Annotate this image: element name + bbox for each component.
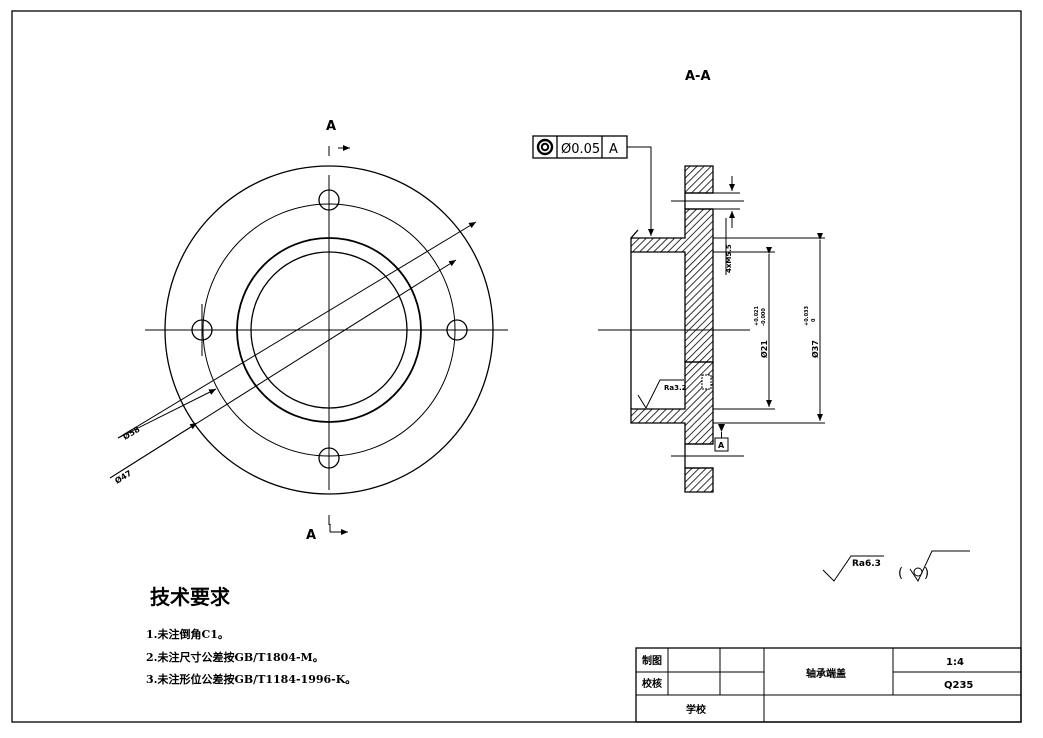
gdt-leader [627,146,654,236]
tb-scale: 1:4 [946,657,964,668]
gdt-tolerance: Ø0.05 [561,142,600,157]
concentricity-icon [536,138,554,156]
dim-d58: Ø58 [121,424,142,442]
tb-checked-by: 校核 [642,677,662,690]
roughness-symbol-local [637,379,684,410]
dim-d47: Ø47 [113,468,134,486]
datum-triangle [718,424,725,432]
gdt-leader-tick [630,229,639,239]
drawing-frame [11,10,1022,723]
roughness-circle-icon [913,567,923,577]
datum-label: A [718,441,725,450]
section-hatch-bottom [684,467,714,493]
title-block: 制图 校核 学校 轴承端盖 1:4 Q235 [635,647,1022,723]
tb-material: Q235 [944,680,973,691]
section-hatch-top [684,165,714,194]
cut-mark-bottom-label: A [306,528,316,543]
section-view-label: A-A [685,69,711,84]
general-roughness: Ra6.3 ( ) [822,550,970,583]
datum-box [714,437,729,452]
leader-d47-arrow [109,422,198,479]
dim-thread: 4xM5.5 [725,244,733,273]
requirement-item: 2.未注尺寸公差按GB/T1804-M。 [146,650,324,664]
roughness-symbol-any [909,550,970,583]
requirements-title: 技术要求 [150,585,231,609]
dim-d21-tol-lower: -0.000 [761,308,767,326]
dim-d37-tol-upper: +0.033 [804,305,810,326]
concentricity-icon-inner [540,142,550,152]
roughness-paren-close: ) [924,566,929,581]
roughness-paren-open: ( [898,566,903,581]
technical-requirements: 技术要求 1.未注倒角C1。 2.未注尺寸公差按GB/T1804-M。 3.未注… [146,585,356,686]
cut-mark-top-label: A [326,119,336,134]
section-view: A-A 4xM5.5 Ø21 +0.021 -0. [532,69,825,493]
section-hatch-lower-flange [630,361,714,445]
leader-d58 [117,221,477,439]
dim-d37: Ø37 [810,340,820,358]
gdt-datum: A [609,142,618,157]
front-view: A A Ø58 Ø47 [109,119,508,543]
roughness-general-label: Ra6.3 [852,559,881,569]
roughness-local-label: Ra3.2 [664,384,687,392]
dim-d37-tol-lower: 0 [811,318,817,322]
section-hatch-upper-flange [630,208,714,363]
dim-d21-tol-upper: +0.021 [754,305,760,326]
dim-d21: Ø21 [759,340,769,358]
roughness-patch [701,374,712,390]
roughness-symbol-general [822,555,884,582]
tb-school: 学校 [686,703,707,716]
tb-drawn-by: 制图 [642,654,662,667]
leader-d58-arrow [117,388,217,439]
tb-part-name: 轴承端盖 [806,667,846,680]
requirement-item: 1.未注倒角C1。 [146,627,229,641]
requirement-item: 3.未注形位公差按GB/T1184-1996-K。 [146,672,356,686]
title-block-border [635,647,1022,723]
